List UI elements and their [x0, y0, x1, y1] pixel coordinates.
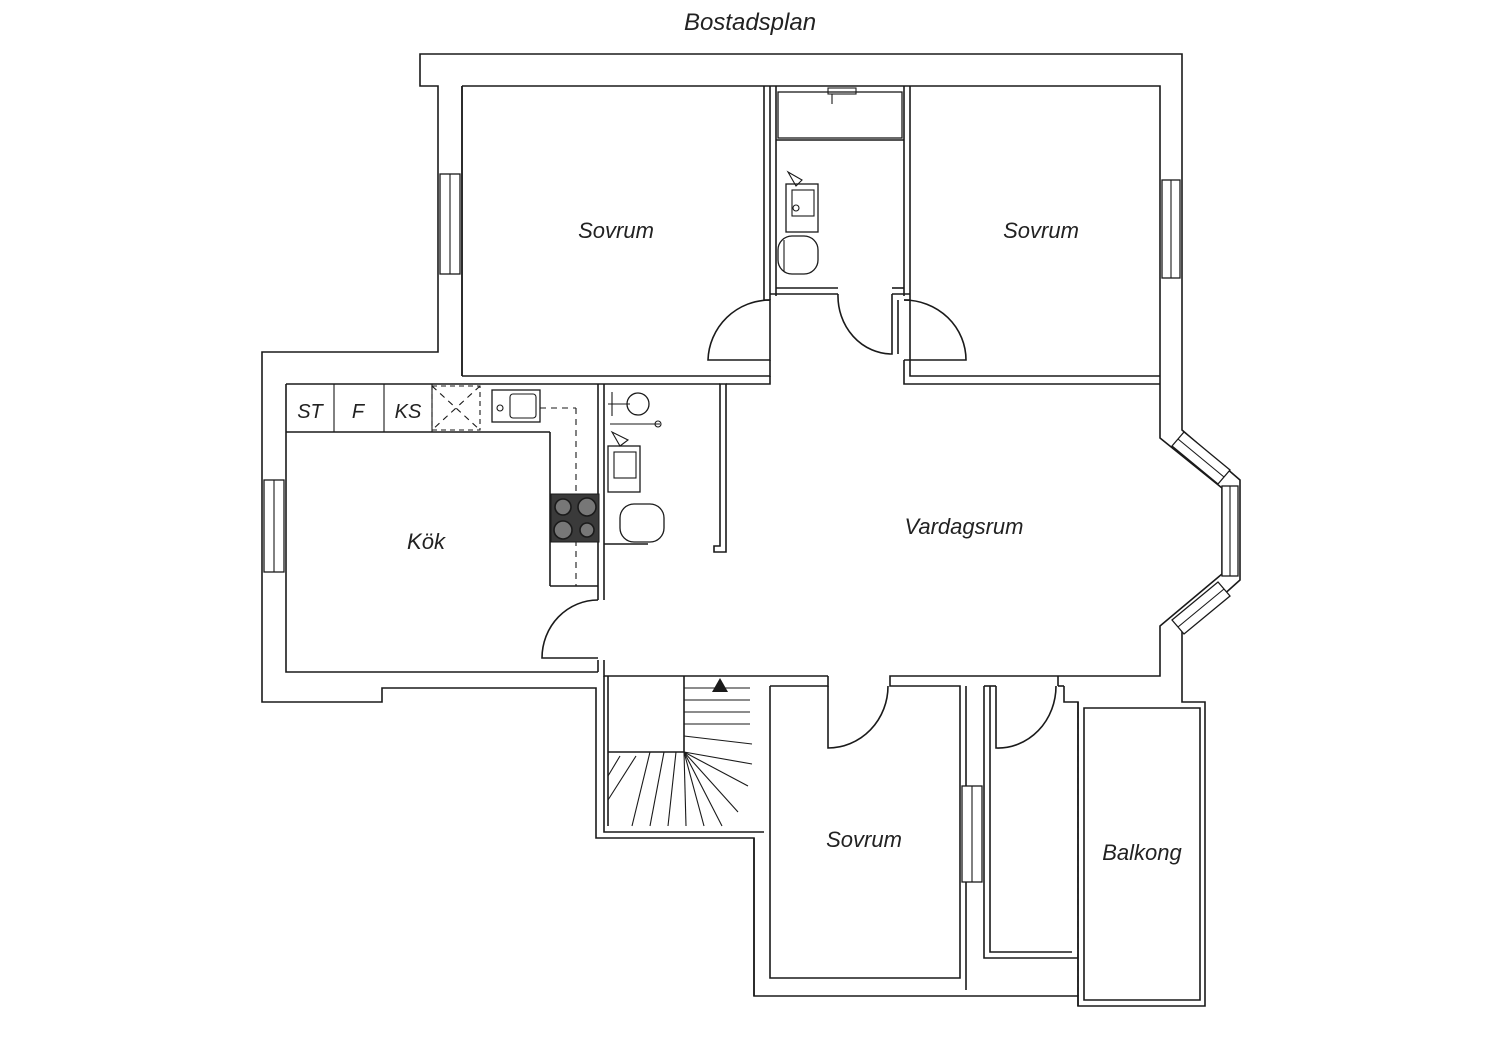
bathroom-fixtures: [777, 87, 903, 275]
room-label-kitchen: Kök: [407, 529, 446, 554]
door-closet: [995, 685, 1057, 749]
door-bathroom: [837, 293, 893, 355]
fridge-label: F: [352, 401, 366, 423]
room-label-living-room: Vardagsrum: [904, 514, 1023, 539]
stove-label: ST: [297, 401, 324, 423]
room-label-bedroom-3: Sovrum: [826, 827, 902, 852]
kitchen-fixtures: ST F KS: [286, 384, 600, 587]
staircase: [607, 675, 753, 827]
door-bedroom-2: [903, 299, 967, 361]
windows: [263, 173, 1239, 883]
door-bedroom-1: [707, 299, 771, 361]
room-label-bedroom-2: Sovrum: [1003, 218, 1079, 243]
door-bedroom-3: [827, 685, 889, 749]
interior-walls: [461, 86, 1201, 1006]
doors: [541, 293, 1057, 749]
stair-up-arrow-icon: [712, 678, 728, 692]
door-kitchen: [541, 599, 599, 659]
dishwasher: [431, 385, 481, 431]
freezer-label: KS: [395, 401, 422, 423]
sink-bathroom: [785, 183, 819, 233]
washbasin-wc: [626, 392, 650, 416]
sink-wc: [607, 445, 641, 493]
toilet-bathroom: [777, 235, 819, 275]
bathtub: [777, 91, 903, 139]
toilet-wc: [619, 503, 665, 543]
wc-fixtures: [607, 392, 665, 543]
kitchen-sink: [491, 389, 541, 423]
room-label-balcony: Balkong: [1102, 840, 1182, 865]
plan-title: Bostadsplan: [684, 9, 816, 36]
room-label-bedroom-1: Sovrum: [578, 218, 654, 243]
